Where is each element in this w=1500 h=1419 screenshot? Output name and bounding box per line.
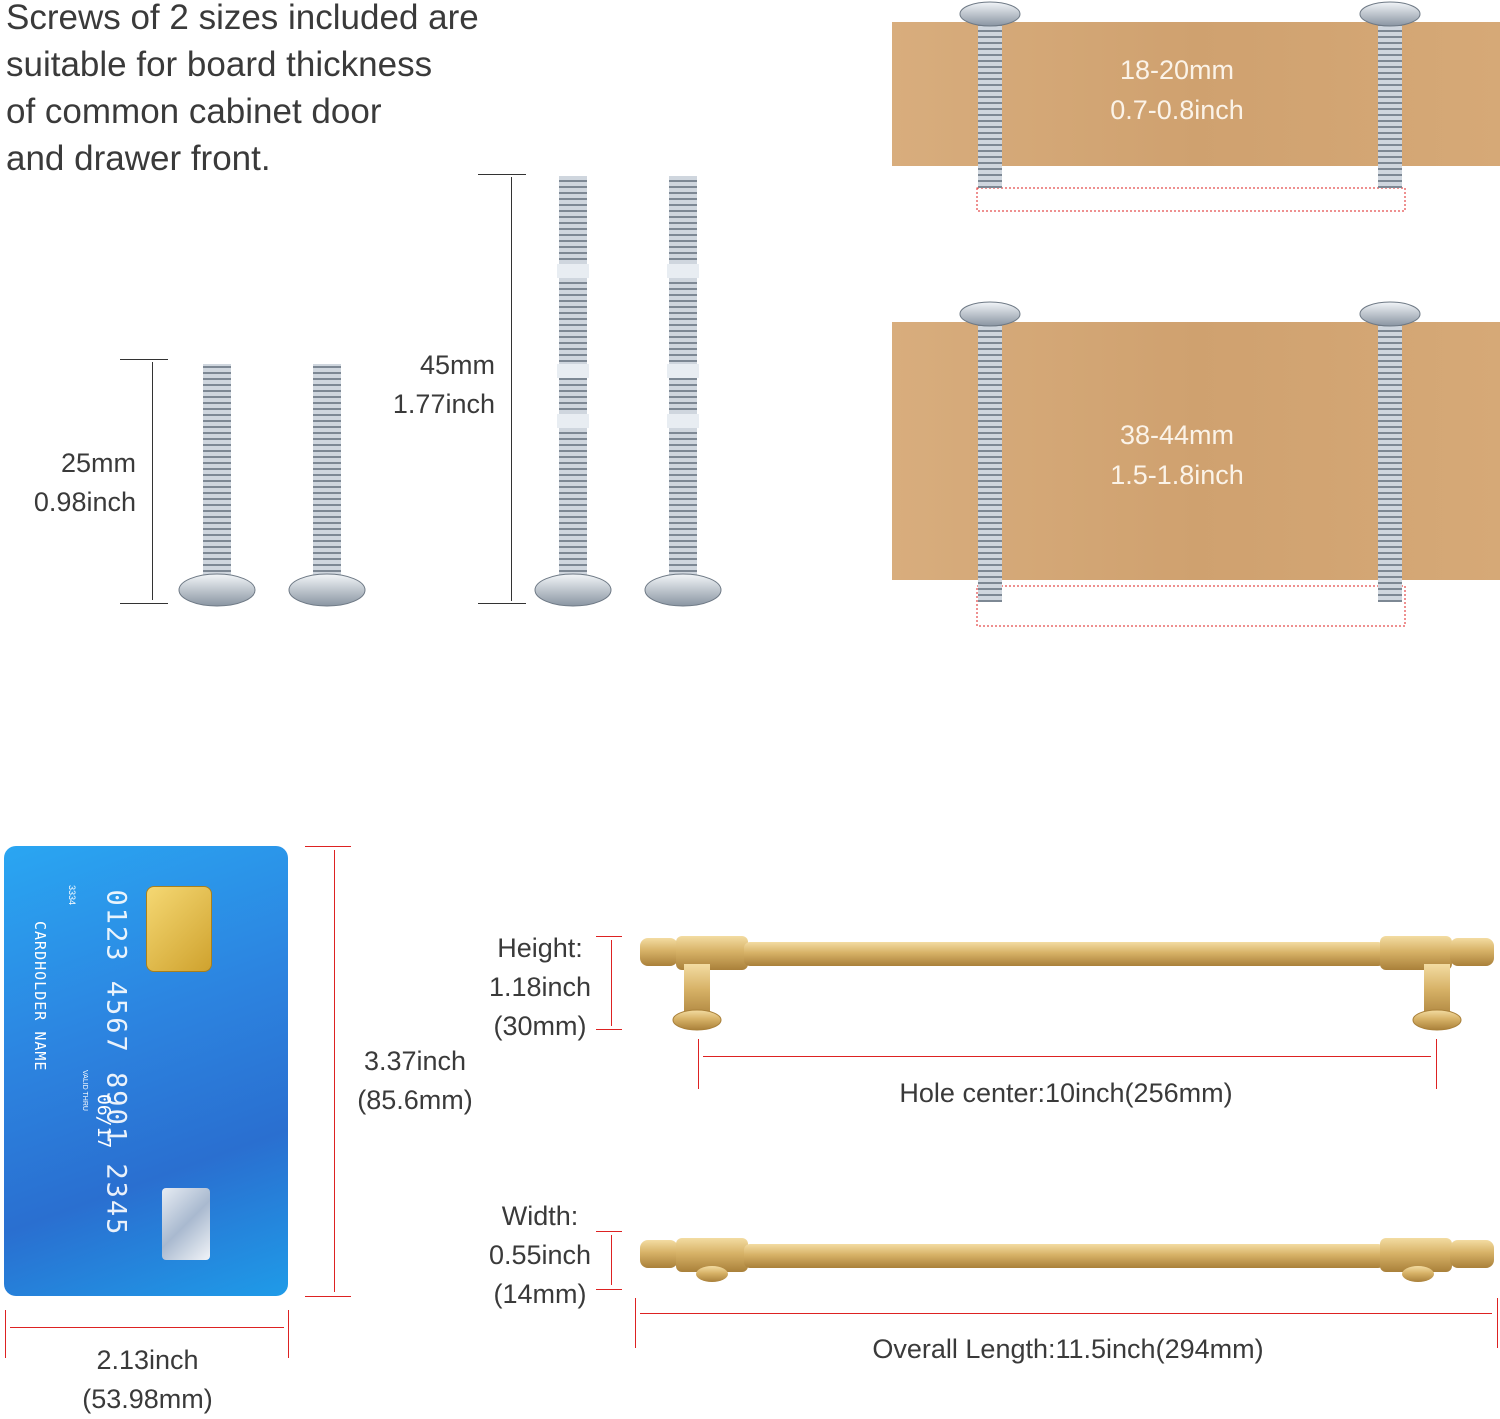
screw (959, 301, 1021, 602)
card-width-mm: (53.98mm) (82, 1384, 213, 1414)
thin-board-mm: 18-20mm (1119, 55, 1235, 85)
card-height-line (334, 850, 335, 1292)
intro-line: suitable for board thickness (6, 45, 433, 84)
handle-height-bottom-tick (596, 1029, 622, 1030)
card-height-label: 3.37inch (85.6mm) (340, 1042, 490, 1120)
card-height-inch: 3.37inch (363, 1046, 467, 1076)
handle-top-image (640, 1238, 1494, 1282)
card-small-number: 3334 (67, 884, 78, 906)
card-height-bottom-tick (305, 1296, 351, 1297)
thin-board-inch: 0.7-0.8inch (1110, 95, 1244, 125)
screw (178, 364, 256, 607)
intro-text: Screws of 2 sizes included are suitable … (6, 0, 546, 182)
card-expiry: 06/17 (93, 1094, 114, 1149)
short-screw-top-tick (120, 359, 168, 360)
handle-width-bottom-tick (596, 1289, 622, 1290)
handle-height-label: Height: 1.18inch (30mm) (470, 929, 610, 1046)
long-screw-top-tick (478, 174, 526, 175)
card-width-right-tick (288, 1310, 289, 1358)
screw (644, 176, 722, 607)
handle-side-image (640, 936, 1494, 1031)
card-width-line (10, 1327, 284, 1328)
card-height-top-tick (305, 846, 351, 847)
screw (288, 364, 366, 607)
short-screw-label: 25mm 0.98inch (10, 444, 136, 522)
overall-length-right-tick (1497, 1298, 1498, 1348)
hole-center-right-tick (1436, 1039, 1437, 1089)
long-screw-label: 45mm 1.77inch (360, 346, 495, 424)
card-height-mm: (85.6mm) (357, 1085, 473, 1115)
short-screw-mm: 25mm (60, 448, 136, 478)
long-screw-inch: 1.77inch (392, 389, 495, 419)
overall-length-line (640, 1313, 1492, 1314)
card-width-label: 2.13inch (53.98mm) (60, 1341, 235, 1419)
card-holder: CARDHOLDER NAME (31, 921, 49, 1072)
credit-card: 0123 4567 8901 2345 CARDHOLDER NAME 3334… (4, 846, 288, 1296)
hole-center-label: Hole center:10inch(256mm) (899, 1078, 1233, 1108)
short-screw-dimension-line (152, 362, 153, 600)
intro-line: Screws of 2 sizes included are (6, 0, 479, 37)
handle-height-inch: 1.18inch (488, 972, 592, 1002)
overall-length-label: Overall Length:11.5inch(294mm) (872, 1334, 1264, 1364)
card-width-inch: 2.13inch (96, 1345, 199, 1375)
card-width-left-tick (5, 1310, 6, 1358)
screw (534, 176, 612, 607)
card-number: 0123 4567 8901 2345 (100, 889, 132, 1237)
thick-board-image (892, 301, 1500, 627)
handle-width-line (611, 1235, 612, 1285)
hole-center-left-tick (698, 1039, 699, 1089)
card-chip (146, 886, 212, 972)
thin-board-image (892, 1, 1500, 212)
overall-length-left-tick (635, 1298, 636, 1348)
handle-height-line (611, 940, 612, 1026)
hole-center-line (703, 1056, 1431, 1057)
handle-height-mm: (30mm) (493, 1011, 587, 1041)
intro-line: and drawer front. (6, 139, 271, 178)
screw (959, 1, 1021, 188)
short-screw-image (178, 364, 366, 607)
intro-line: of common cabinet door (6, 92, 382, 131)
handle-width-top-tick (596, 1231, 622, 1232)
long-screw-dimension-line (511, 177, 512, 601)
short-screw-inch: 0.98inch (33, 487, 136, 517)
thin-board-label: 18-20mm 0.7-0.8inch (1077, 50, 1277, 130)
card-hologram (162, 1188, 210, 1260)
handle-height-top-tick (596, 936, 622, 937)
long-screw-image (534, 176, 722, 607)
long-screw-mm: 45mm (419, 350, 495, 380)
thick-board-inch: 1.5-1.8inch (1110, 460, 1244, 490)
thick-board-mm: 38-44mm (1119, 420, 1235, 450)
screw (1359, 1, 1421, 188)
short-screw-bottom-tick (120, 603, 168, 604)
thick-board-label: 38-44mm 1.5-1.8inch (1077, 415, 1277, 495)
handle-width-label: Width: 0.55inch (14mm) (470, 1197, 610, 1314)
long-screw-bottom-tick (478, 603, 526, 604)
card-valid-label: VALID THRU (81, 1070, 88, 1111)
handle-height-title: Height: (497, 933, 583, 963)
screw (1359, 301, 1421, 602)
handle-width-mm: (14mm) (493, 1279, 587, 1309)
handle-width-inch: 0.55inch (488, 1240, 592, 1270)
handle-width-title: Width: (501, 1201, 579, 1231)
